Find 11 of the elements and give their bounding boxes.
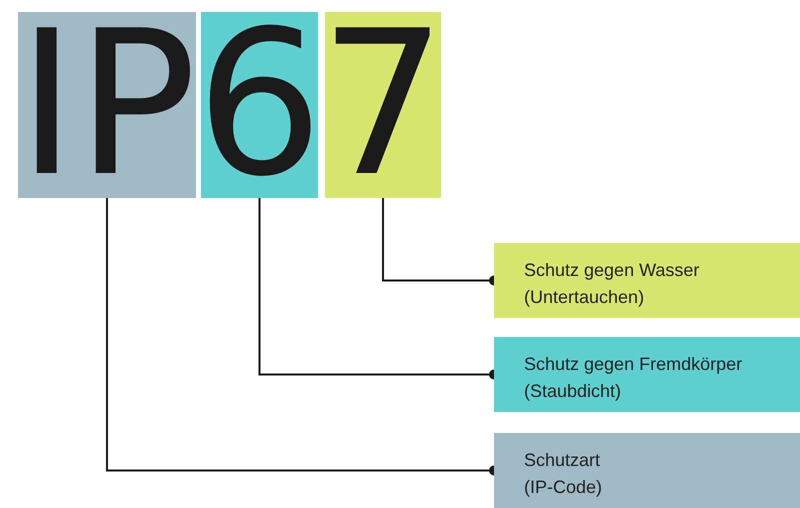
- description-box: [494, 433, 800, 508]
- description-note: (Untertauchen): [524, 286, 646, 309]
- description-text: Schutzart: [524, 449, 602, 472]
- description-box: [494, 337, 800, 412]
- description-box: [494, 243, 800, 318]
- code-letters: IP: [17, 5, 197, 205]
- description-note: (IP-Code): [524, 476, 604, 499]
- description-text: Schutz gegen Wasser: [524, 259, 700, 282]
- digit-box: [325, 12, 441, 198]
- description-note: (Staubdicht): [524, 380, 622, 403]
- description-text: Schutz gegen Fremdkörper: [524, 353, 744, 376]
